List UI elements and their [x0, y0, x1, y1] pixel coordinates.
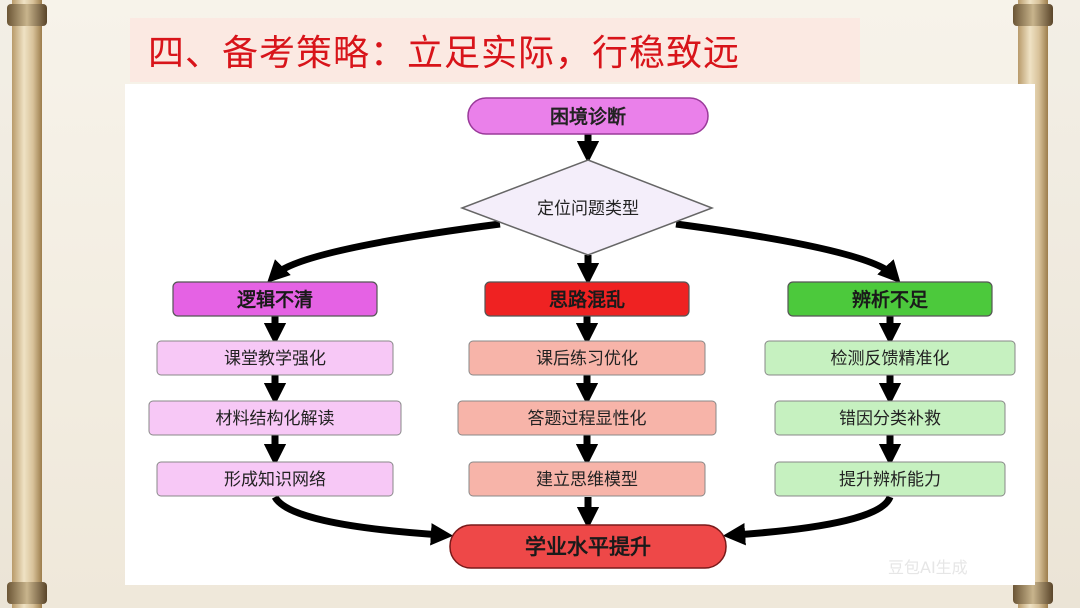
step-label: 检测反馈精准化	[831, 349, 950, 369]
title-banner	[130, 18, 860, 82]
step-box	[148, 400, 402, 436]
arrow	[267, 220, 501, 283]
arrow	[675, 220, 901, 284]
arrow	[722, 495, 894, 546]
scroll-rod-left	[12, 0, 42, 608]
decision-label: 定位问题类型	[537, 199, 639, 219]
end-label: 学业水平提升	[525, 535, 651, 559]
slide-title: 四、备考策略：立足实际，行稳致远	[148, 33, 741, 74]
rod-cap	[1013, 4, 1053, 26]
category-label: 逻辑不清	[237, 288, 313, 311]
rod-cap	[1013, 582, 1053, 604]
step-label: 课后练习优化	[536, 349, 638, 369]
step-label: 答题过程显性化	[528, 409, 647, 429]
step-label: 建立思维模型	[536, 470, 638, 490]
rod-cap	[7, 4, 47, 26]
category-label: 辨析不足	[852, 288, 929, 311]
step-label: 材料结构化解读	[216, 409, 335, 429]
step-box	[764, 340, 1016, 376]
arrow	[271, 494, 454, 546]
start-label: 困境诊断	[550, 105, 626, 128]
category-box	[484, 281, 690, 317]
step-box	[774, 400, 1006, 436]
category-label: 思路混乱	[549, 288, 625, 311]
step-label: 课堂教学强化	[224, 349, 326, 369]
watermark: 豆包AI生成	[888, 558, 968, 577]
category-box	[787, 281, 993, 317]
category-box	[172, 281, 378, 317]
step-box	[774, 461, 1006, 497]
step-box	[468, 461, 706, 497]
step-label: 错因分类补救	[839, 409, 941, 429]
step-box	[457, 400, 717, 436]
rod-cap	[7, 582, 47, 604]
start-node: 困境诊断	[467, 97, 709, 135]
step-box	[156, 461, 394, 497]
step-box	[468, 340, 706, 376]
end-node: 学业水平提升	[449, 524, 727, 569]
decision-node: 定位问题类型	[459, 159, 715, 256]
step-label: 提升辨析能力	[839, 470, 941, 490]
step-box	[156, 340, 394, 376]
step-label: 形成知识网络	[224, 470, 326, 490]
